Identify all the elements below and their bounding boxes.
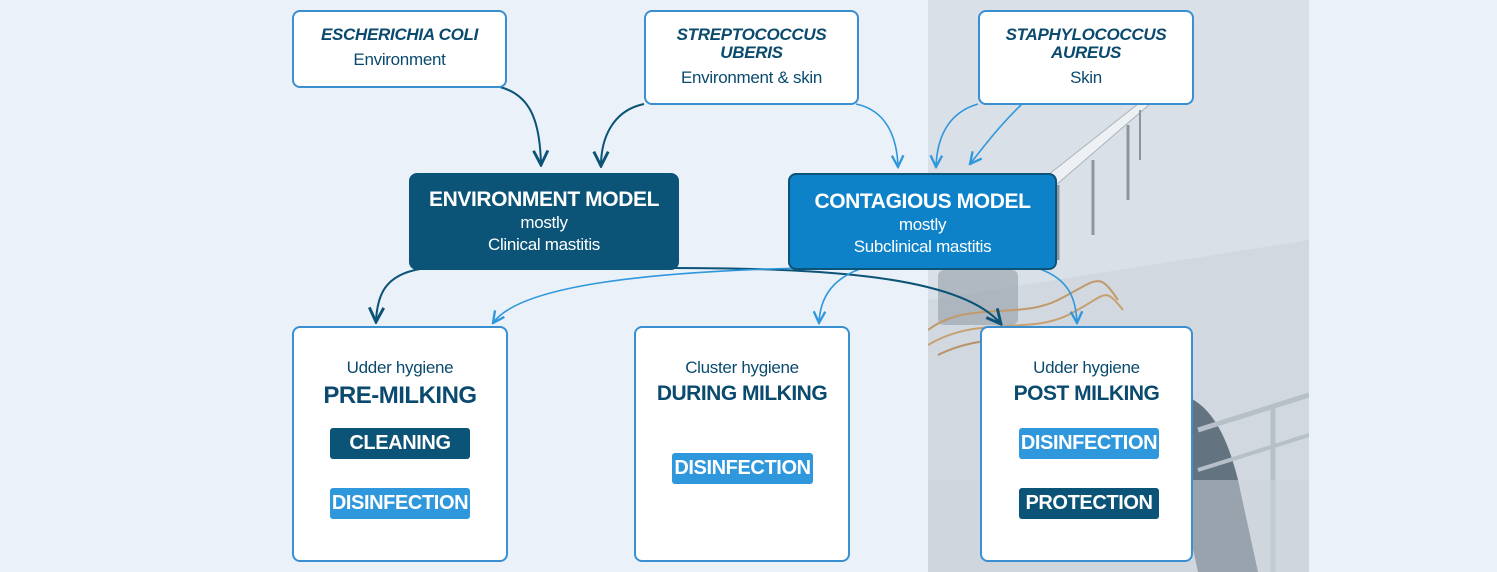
model-title: ENVIRONMENT MODEL: [428, 188, 660, 211]
contagious-model-box: CONTAGIOUS MODEL mostly Subclinical mast…: [788, 173, 1057, 270]
action-disinfection-tag: DISINFECTION: [1019, 428, 1159, 459]
action-disinfection-tag: DISINFECTION: [330, 488, 470, 519]
arrow-uberis-to-contagious: [855, 103, 898, 167]
model-qualifier: mostly: [898, 215, 947, 234]
model-qualifier: mostly: [520, 213, 568, 232]
stage-title: POST MILKING: [1013, 382, 1160, 405]
action-protection-tag: PROTECTION: [1019, 488, 1159, 519]
source-location: Environment & skin: [680, 68, 823, 87]
right-margin: [1309, 0, 1497, 572]
action-disinfection-tag: DISINFECTION: [672, 453, 813, 484]
arrow-aureus-to-contagious-1: [936, 103, 979, 167]
stage-title: PRE-MILKING: [323, 382, 477, 409]
arrow-uberis-to-environment: [601, 103, 645, 166]
source-location: Environment: [353, 50, 446, 69]
action-cleaning-tag: CLEANING: [330, 428, 470, 459]
source-name: ESCHERICHIA COLI: [320, 25, 479, 44]
model-mastitis-type: Subclinical mastitis: [853, 237, 992, 256]
arrow-ecoli-to-environment: [499, 86, 541, 165]
arrow-environment-to-premilking: [376, 268, 421, 322]
stage-title: DURING MILKING: [656, 382, 828, 405]
source-escherichia-coli: ESCHERICHIA COLI Environment: [292, 10, 507, 88]
source-streptococcus-uberis: STREPTOCOCCUS UBERIS Environment & skin: [644, 10, 859, 105]
model-title: CONTAGIOUS MODEL: [814, 190, 1031, 213]
arrow-environment-to-postmilking: [669, 267, 1001, 324]
model-mastitis-type: Clinical mastitis: [487, 235, 601, 254]
arrow-contagious-to-postmilking: [1039, 268, 1077, 323]
source-location: Skin: [1070, 68, 1102, 87]
stage-subtitle: Cluster hygiene: [685, 358, 799, 377]
source-name: STAPHYLOCOCCUS AUREUS: [1005, 25, 1167, 62]
stage-subtitle: Udder hygiene: [1033, 358, 1140, 377]
environment-model-box: ENVIRONMENT MODEL mostly Clinical mastit…: [409, 173, 679, 270]
arrow-contagious-to-duringmilking: [819, 268, 861, 323]
stage-during-milking: Cluster hygiene DURING MILKING: [634, 326, 850, 562]
arrow-contagious-to-premilking: [493, 267, 801, 323]
source-staphylococcus-aureus: STAPHYLOCOCCUS AUREUS Skin: [978, 10, 1194, 105]
stage-subtitle: Udder hygiene: [346, 358, 454, 377]
arrow-aureus-to-contagious-2: [970, 103, 1023, 164]
source-name: STREPTOCOCCUS UBERIS: [676, 25, 827, 62]
